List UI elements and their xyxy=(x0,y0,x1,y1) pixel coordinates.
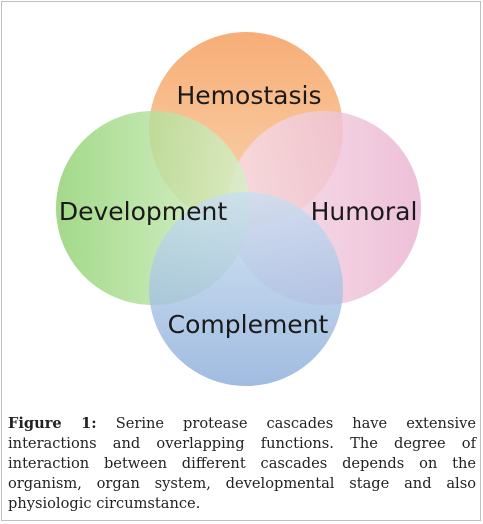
venn-diagram: Hemostasis Humoral Development Complemen… xyxy=(56,32,421,386)
hemostasis-label: Hemostasis xyxy=(177,81,322,110)
humoral-label: Humoral xyxy=(311,197,418,226)
complement-circle xyxy=(149,192,343,386)
caption-text: Serine protease cascades have extensive … xyxy=(8,415,476,512)
figure-label: Figure 1: xyxy=(8,415,97,432)
complement-label: Complement xyxy=(168,310,329,339)
development-label: Development xyxy=(59,197,227,226)
figure-caption: Figure 1: Serine protease cascades have … xyxy=(8,414,476,514)
